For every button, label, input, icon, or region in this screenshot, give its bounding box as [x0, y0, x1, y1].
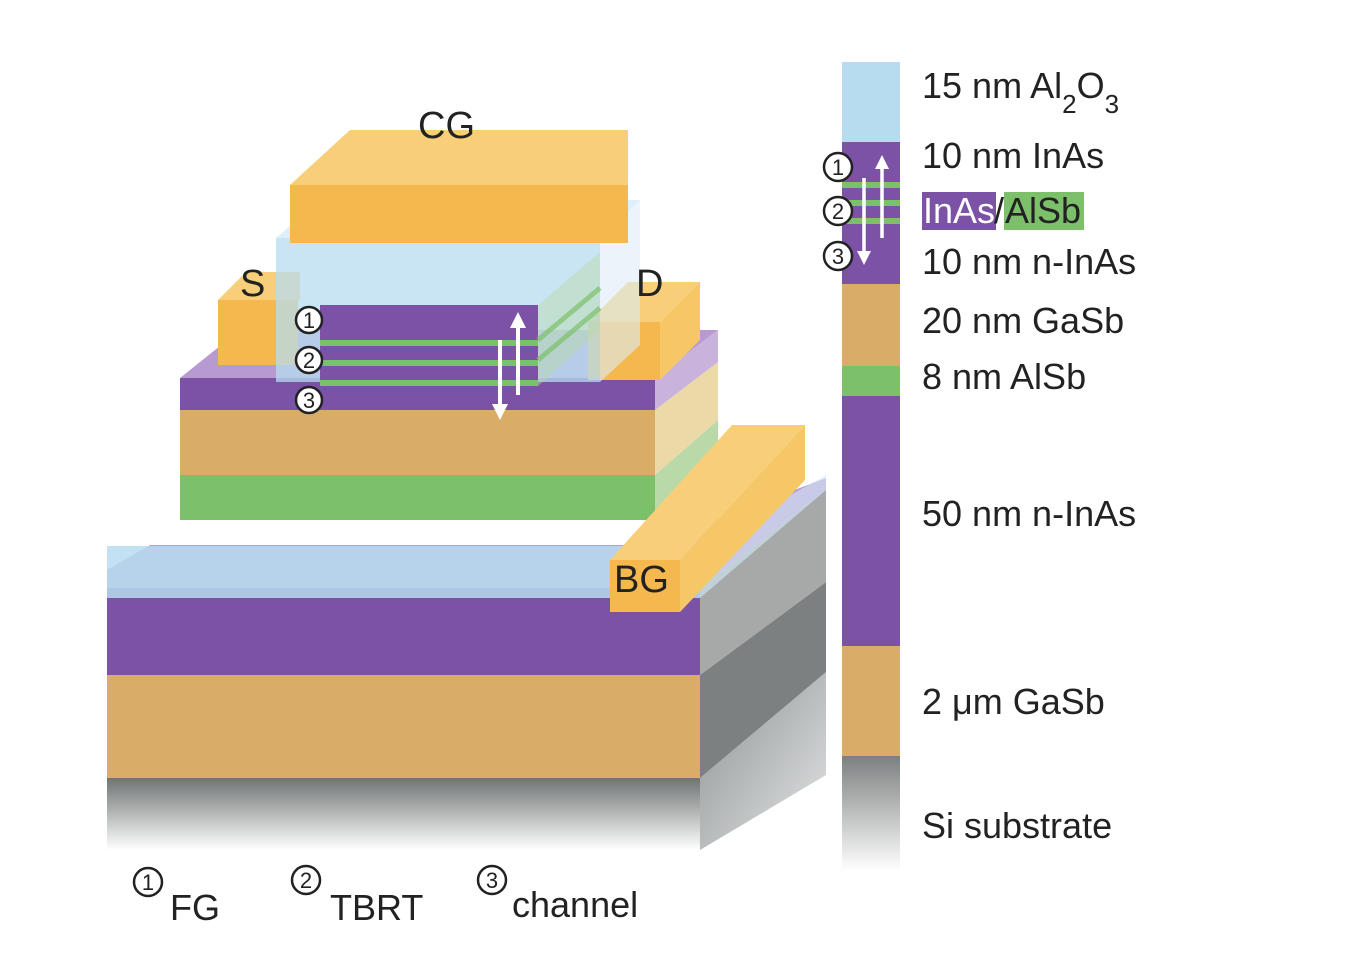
fin-inas-top — [320, 305, 538, 343]
control-gate-top — [290, 130, 628, 185]
bg-label: BG — [614, 559, 669, 601]
label-inas-alsb: InAs / AlSb — [922, 190, 1084, 231]
svg-text:1: 1 — [142, 870, 154, 895]
bar-inas-mid — [842, 188, 900, 200]
label-al2o3: 15 nm Al2O3 — [922, 65, 1119, 119]
svg-text:3: 3 — [303, 388, 315, 413]
fin-inas-mid — [320, 346, 538, 360]
device-3d: 1 2 3 CG S D BG — [107, 105, 826, 850]
fin-inas-low — [320, 366, 538, 380]
legend-tbrt-text: TBRT — [330, 887, 423, 928]
si-substrate-side — [700, 672, 826, 850]
fin-alsb-2 — [320, 360, 538, 366]
ninas-base-front — [107, 588, 700, 675]
label-alsb: 8 nm AlSb — [922, 356, 1086, 397]
back-gate-top — [610, 425, 805, 560]
label-ninas-thick: 50 nm n-InAs — [922, 493, 1136, 534]
device-marker-2: 2 — [294, 345, 324, 375]
device-marker-3: 3 — [294, 385, 324, 415]
source-label: S — [240, 263, 265, 305]
fin-channel-stack — [320, 252, 602, 386]
cg-label: CG — [418, 105, 475, 147]
label-gasb-thick: 2 μm GaSb — [922, 681, 1105, 722]
bar-alsb-3 — [842, 218, 900, 224]
bar-si — [842, 756, 900, 871]
gasb-base-front — [107, 675, 700, 778]
svg-text:1: 1 — [832, 155, 844, 180]
legend-channel-text: channel — [512, 884, 638, 925]
alsb-mesa-front — [180, 475, 655, 520]
bar-gasb-thick — [842, 646, 900, 756]
label-ninas-thin: 10 nm n-InAs — [922, 241, 1136, 282]
bar-al2o3 — [842, 62, 900, 142]
legend-item-tbrt: 2 TBRT — [290, 864, 423, 928]
label-inas-top: 10 nm InAs — [922, 135, 1104, 176]
label-si: Si substrate — [922, 805, 1112, 846]
gate-oxide-side — [600, 200, 640, 382]
control-gate-front — [290, 185, 628, 243]
svg-text:1: 1 — [303, 308, 315, 333]
fin-right-side — [538, 252, 600, 386]
gasb-base-side — [700, 582, 826, 778]
ninas-mesa-side — [655, 330, 718, 410]
drain-contact-side — [660, 282, 700, 380]
label-inas-part: InAs — [923, 190, 995, 231]
legend-item-channel: 3 channel — [476, 864, 638, 925]
device-marker-1: 1 — [294, 305, 324, 335]
bar-inas-low — [842, 206, 900, 218]
bar-ninas-thick — [842, 396, 900, 646]
al2o3-base-front — [107, 546, 700, 598]
legend-item-fg: 1 FG — [132, 866, 220, 928]
svg-text:3: 3 — [832, 244, 844, 269]
svg-text:3: 3 — [486, 868, 498, 893]
layer-stack-bar: 1 2 3 — [822, 62, 900, 871]
back-gate-side — [680, 425, 805, 612]
label-alsb-part: AlSb — [1005, 190, 1081, 231]
bar-alsb-1 — [842, 182, 900, 188]
svg-text:2: 2 — [300, 868, 312, 893]
bar-alsb-2 — [842, 200, 900, 206]
bar-gasb-thin — [842, 284, 900, 366]
al2o3-base-side — [700, 475, 826, 598]
label-sep: / — [994, 190, 1004, 231]
bar-alsb — [842, 366, 900, 396]
gasb-mesa-side — [655, 362, 718, 475]
legend-fg-text: FG — [170, 887, 220, 928]
label-gasb-thin: 20 nm GaSb — [922, 300, 1124, 341]
si-substrate-front — [107, 778, 700, 850]
bar-marker-3: 3 — [822, 240, 854, 272]
bar-marker-2: 2 — [822, 195, 854, 227]
back-gate-front — [610, 560, 680, 612]
gasb-mesa-front — [180, 410, 655, 475]
fin-alsb-1 — [320, 340, 538, 346]
legend: 1 FG 2 TBRT 3 channel — [132, 864, 638, 928]
bar-marker-1: 1 — [822, 151, 854, 183]
drain-label: D — [636, 263, 663, 305]
layer-labels: 15 nm Al2O3 10 nm InAs InAs / AlSb 10 nm… — [922, 65, 1136, 846]
ninas-base-side — [700, 490, 826, 675]
svg-text:2: 2 — [832, 199, 844, 224]
fin-alsb-3 — [320, 380, 538, 386]
svg-text:2: 2 — [303, 348, 315, 373]
